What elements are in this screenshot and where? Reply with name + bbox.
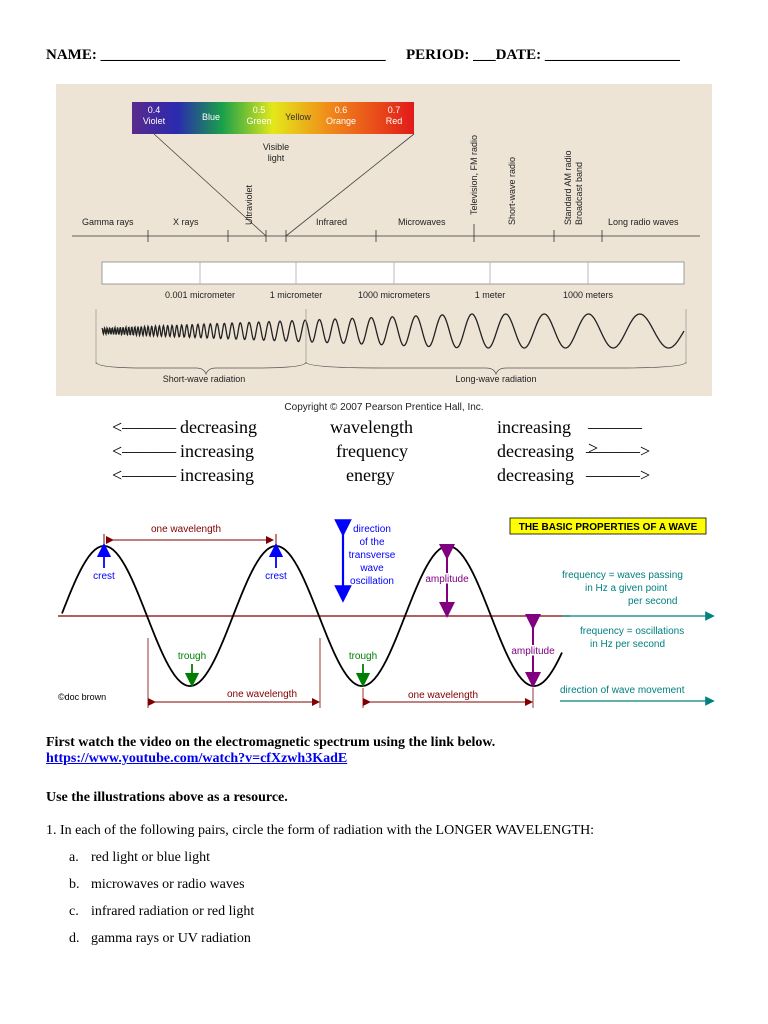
band-uv: Ultraviolet (244, 184, 254, 225)
red-name: Red (386, 116, 403, 126)
band-microwaves: Microwaves (398, 217, 446, 227)
green-name: Green (246, 116, 271, 126)
yellow-name: Yellow (285, 112, 311, 122)
band-gamma: Gamma rays (82, 217, 134, 227)
credit: ©doc brown (58, 692, 106, 702)
green-num: 0.5 (253, 105, 266, 115)
blue-name: Blue (202, 112, 220, 122)
direction-line-1: direction (353, 524, 391, 535)
scale-bar (101, 261, 685, 285)
relation-right: increasing (497, 417, 571, 437)
freq2-line-1: frequency = oscillations (580, 626, 684, 637)
scale-label-3: 1 meter (475, 290, 506, 300)
band-am: Standard AM radio (563, 150, 573, 225)
wave-movement-label: direction of wave movement (560, 685, 685, 696)
watch-instruction: First watch the video on the electromagn… (46, 735, 496, 750)
freq1-line-2: in Hz a given point (585, 583, 667, 594)
long-wave-label: Long-wave radiation (455, 374, 536, 384)
answer-item-b: b.microwaves or radio waves (69, 877, 245, 892)
relation-right: decreasing (497, 465, 574, 485)
band-xrays: X rays (173, 217, 199, 227)
spectrum-background (56, 84, 712, 396)
band-broadcast: Broadcast band (574, 162, 584, 225)
freq2-line-2: in Hz per second (590, 639, 665, 650)
violet-num: 0.4 (148, 105, 161, 115)
wave-title: THE BASIC PROPERTIES OF A WAVE (519, 522, 698, 533)
crest-label-1: crest (93, 571, 115, 582)
scale-label-1: 1 micrometer (270, 290, 323, 300)
right-arrow: ———> (586, 465, 651, 485)
copyright: Copyright © 2007 Pearson Prentice Hall, … (284, 402, 483, 413)
scale-label-2: 1000 micrometers (358, 290, 431, 300)
relation-middle: wavelength (330, 417, 413, 437)
band-tv-fm: Television, FM radio (469, 135, 479, 215)
freq1-line-1: frequency = waves passing (562, 570, 683, 581)
band-long-radio: Long radio waves (608, 217, 679, 227)
video-link[interactable]: https://www.youtube.com/watch?v=cfXzwh3K… (46, 751, 348, 766)
relation-left: decreasing (180, 417, 257, 437)
visible-light-label-2: light (268, 153, 285, 163)
spectrum-wave (101, 313, 685, 349)
short-wave-label: Short-wave radiation (163, 374, 246, 384)
amplitude-label-2: amplitude (511, 646, 555, 657)
red-num: 0.7 (388, 105, 401, 115)
right-arrow: ———> (588, 417, 642, 458)
band-shortwave: Short-wave radio (507, 157, 517, 225)
wavelength-label-bottom-1: one wavelength (227, 689, 297, 700)
trough-label-1: trough (178, 651, 206, 662)
crest-label-2: crest (265, 571, 287, 582)
question-1: 1. In each of the following pairs, circl… (46, 823, 595, 838)
relation-middle: frequency (336, 441, 408, 461)
direction-line-5: oscillation (350, 576, 394, 587)
scale-label-0: 0.001 micrometer (165, 290, 235, 300)
direction-line-2: of the (359, 537, 384, 548)
band-infrared: Infrared (316, 217, 347, 227)
relation-left: increasing (180, 441, 254, 461)
violet-name: Violet (143, 116, 166, 126)
answer-item-a: a.red light or blue light (69, 850, 210, 865)
period-date-field: PERIOD: ___DATE: __________________ (406, 47, 680, 63)
left-arrow: <——— (112, 417, 177, 437)
answer-item-c: c.infrared radiation or red light (69, 904, 255, 919)
direction-line-4: wave (359, 563, 384, 574)
relation-right: decreasing (497, 441, 574, 461)
right-arrow: ———> (586, 441, 651, 461)
relation-left: increasing (180, 465, 254, 485)
orange-name: Orange (326, 116, 356, 126)
answer-item-d: d.gamma rays or UV radiation (69, 931, 251, 946)
wave-title-box (509, 517, 707, 535)
sine-wave (61, 545, 563, 687)
left-arrow: <——— (112, 465, 177, 485)
visible-light-label-1: Visible (263, 142, 289, 152)
amplitude-label-1: amplitude (425, 574, 469, 585)
relation-middle: energy (346, 465, 395, 485)
trough-label-2: trough (349, 651, 377, 662)
resource-instruction: Use the illustrations above as a resourc… (46, 790, 288, 805)
orange-num: 0.6 (335, 105, 348, 115)
freq1-line-3: per second (628, 596, 677, 607)
direction-line-3: transverse (349, 550, 396, 561)
name-field: NAME: __________________________________… (46, 47, 386, 63)
left-arrow: <——— (112, 441, 177, 461)
scale-label-4: 1000 meters (563, 290, 614, 300)
wave-properties-figure: one wavelength crest crest direction of … (58, 517, 715, 708)
wavelength-label-bottom-2: one wavelength (408, 690, 478, 701)
visible-spectrum-bar (132, 102, 414, 134)
wavelength-label-top: one wavelength (151, 524, 221, 535)
em-spectrum-figure: 0.4 Violet Blue 0.5 Green Yellow 0.6 Ora… (56, 84, 712, 413)
